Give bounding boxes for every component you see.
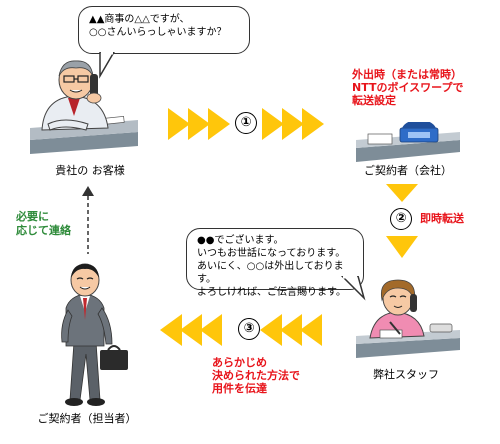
step1-number: ① [235, 112, 257, 134]
forwarding-note-line2: NTTのボイスワープで [352, 81, 464, 94]
message-relay-note: あらかじめ 決められた方法で 用件を伝達 [212, 356, 300, 395]
step3-number: ③ [238, 318, 260, 340]
step1-arrows [168, 108, 324, 140]
customer-bubble-tail [99, 52, 115, 79]
staff-speech-bubble: ●●でございます。 いつもお世話になっております。 あいにく、○○は外出しており… [186, 228, 364, 298]
customer-bubble-line1: ▲▲商事の△△ですが、 [89, 14, 190, 25]
contractor-person-label: ご契約者（担当者） [37, 412, 137, 425]
customer-bubble-line2: ○○さんいらっしゃいますか？ [89, 27, 227, 38]
staff-bubble-line2: いつもお世話になっております。 [197, 248, 346, 259]
customer-speech-bubble: ▲▲商事の△△ですが、 ○○さんいらっしゃいますか？ [78, 6, 250, 54]
relay-note-line2: 決められた方法で [212, 369, 300, 382]
customer-illustration [30, 60, 138, 154]
businessman-illustration [61, 263, 128, 406]
staff-bubble-line3: あいにく、○○は外出しております。 [197, 261, 344, 285]
relay-note-line3: 用件を伝達 [212, 382, 267, 395]
office-phone-illustration [356, 122, 460, 162]
forwarding-note-line3: 転送設定 [352, 94, 396, 107]
contact-dashed-arrow [82, 186, 94, 254]
contractor-company-label: ご契約者（会社） [364, 164, 452, 177]
customer-label: 貴社の お客様 [55, 164, 125, 177]
contact-as-needed-note: 必要に 応じて連絡 [16, 210, 71, 238]
forwarding-setup-note: 外出時（または常時） NTTのボイスワープで 転送設定 [352, 68, 463, 107]
step2-arrows [386, 184, 418, 258]
contact-note-line1: 必要に [16, 210, 49, 223]
staff-bubble-tail [340, 276, 366, 301]
staff-bubble-line1: ●●でございます。 [197, 235, 284, 246]
forwarding-note-line1: 外出時（または常時） [352, 68, 462, 81]
staff-bubble-line4: よろしければ、ご伝言賜ります。 [197, 287, 346, 298]
staff-label: 弊社スタッフ [373, 368, 439, 381]
step2-number: ② [390, 208, 412, 230]
relay-note-line1: あらかじめ [212, 356, 267, 369]
contact-note-line2: 応じて連絡 [16, 224, 71, 237]
immediate-transfer-label: 即時転送 [420, 212, 464, 225]
staff-illustration [356, 279, 460, 358]
step3-arrows [160, 314, 322, 346]
